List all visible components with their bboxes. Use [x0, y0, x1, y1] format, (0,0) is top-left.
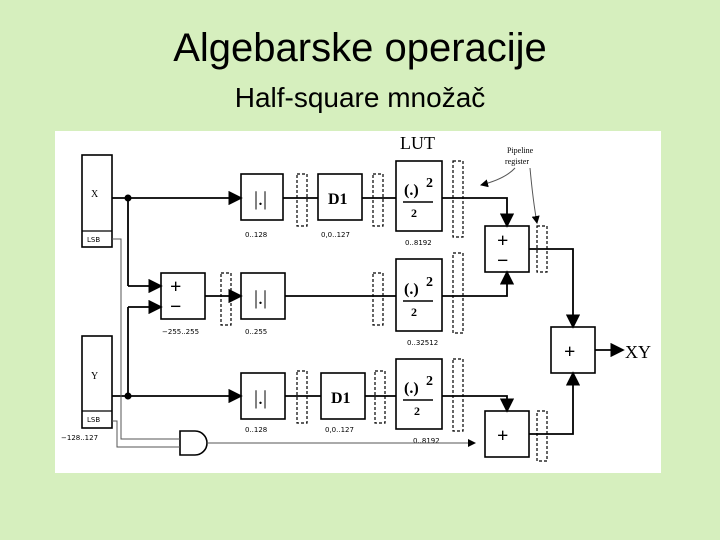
- delay-block-top: D1: [317, 173, 363, 221]
- input-y-register: Y LSB: [81, 335, 113, 429]
- svg-text:2: 2: [411, 206, 417, 220]
- input-y-label: Y: [91, 371, 98, 382]
- svg-text:D1: D1: [331, 390, 351, 407]
- range-lut-top: 0..8192: [405, 239, 432, 247]
- svg-text:(.): (.): [404, 281, 419, 298]
- svg-text:D1: D1: [328, 191, 348, 208]
- delay-block-bot: D1: [320, 372, 366, 420]
- square-lut-mid: (.) 2 2: [395, 258, 443, 332]
- svg-text:+: +: [497, 425, 508, 447]
- pipeline-label-line2: register: [505, 157, 529, 166]
- pipeline-register: [372, 272, 384, 326]
- and-gate: [179, 430, 208, 456]
- svg-text:2: 2: [426, 275, 433, 290]
- pipeline-register: [296, 370, 308, 424]
- svg-text:2: 2: [426, 176, 433, 191]
- pipeline-register: [374, 370, 386, 424]
- range-sub: −255..255: [162, 328, 199, 336]
- final-adder-block: +: [550, 326, 596, 374]
- input-x-register: X LSB: [81, 154, 113, 248]
- range-delay-top: 0,0..127: [321, 231, 350, 239]
- square-lut-bot: (.) 2 2: [395, 358, 443, 430]
- svg-text:−: −: [497, 250, 508, 272]
- pipeline-register: [452, 358, 464, 432]
- svg-text:−: −: [170, 296, 181, 318]
- svg-text:(.): (.): [404, 380, 419, 397]
- range-lut-bot: 0..8192: [413, 437, 440, 445]
- range-abs-bot: 0..128: [245, 426, 267, 434]
- svg-text:+: +: [170, 276, 181, 298]
- pipeline-register: [536, 410, 548, 462]
- subtractor-block: + −: [160, 272, 206, 320]
- abs-block-top: |.|: [240, 173, 284, 221]
- svg-text:|.|: |.|: [254, 188, 267, 210]
- input-x-lsb-label: LSB: [87, 236, 100, 244]
- add-bottom-block: +: [484, 410, 530, 458]
- pipeline-register: [220, 272, 232, 326]
- diagram-panel: X LSB Y LSB −128..127 LUT Pipeline regis…: [55, 131, 661, 473]
- slide-subtitle: Half-square množač: [234, 82, 486, 113]
- range-abs-top: 0..128: [245, 231, 267, 239]
- svg-text:2: 2: [414, 404, 420, 418]
- range-abs-mid: 0..255: [245, 328, 267, 336]
- pipeline-register: [452, 252, 464, 334]
- range-delay-bot: 0,0..127: [325, 426, 354, 434]
- svg-text:+: +: [497, 230, 508, 252]
- pipeline-register: [372, 173, 384, 227]
- range-lut-mid: 0..32512: [407, 339, 438, 347]
- abs-block-bot: |.|: [240, 372, 286, 420]
- svg-text:(.): (.): [404, 182, 419, 199]
- lut-label: LUT: [400, 133, 435, 153]
- input-y-lsb-label: LSB: [87, 416, 100, 424]
- subtract-top-block: + −: [484, 225, 530, 273]
- pipeline-register: [452, 160, 464, 238]
- svg-text:2: 2: [411, 305, 417, 319]
- pipeline-pointer-right: [529, 167, 540, 224]
- svg-text:+: +: [564, 341, 575, 363]
- wires: [112, 190, 625, 448]
- input-x-label: X: [91, 189, 99, 200]
- slide-title: Algebarske operacije: [173, 26, 547, 70]
- range-y-label: −128..127: [61, 434, 98, 442]
- half-square-multiplier-diagram: X LSB Y LSB −128..127 LUT Pipeline regis…: [61, 133, 651, 462]
- square-lut-top: (.) 2 2: [395, 160, 443, 232]
- pipeline-pointer-left: [480, 167, 516, 188]
- pipeline-register: [296, 173, 308, 227]
- abs-block-mid: |.|: [240, 272, 286, 320]
- svg-text:|.|: |.|: [254, 387, 267, 409]
- pipeline-label-line1: Pipeline: [507, 146, 534, 155]
- svg-text:2: 2: [426, 374, 433, 389]
- svg-text:|.|: |.|: [254, 287, 267, 309]
- output-xy-label: XY: [625, 342, 651, 362]
